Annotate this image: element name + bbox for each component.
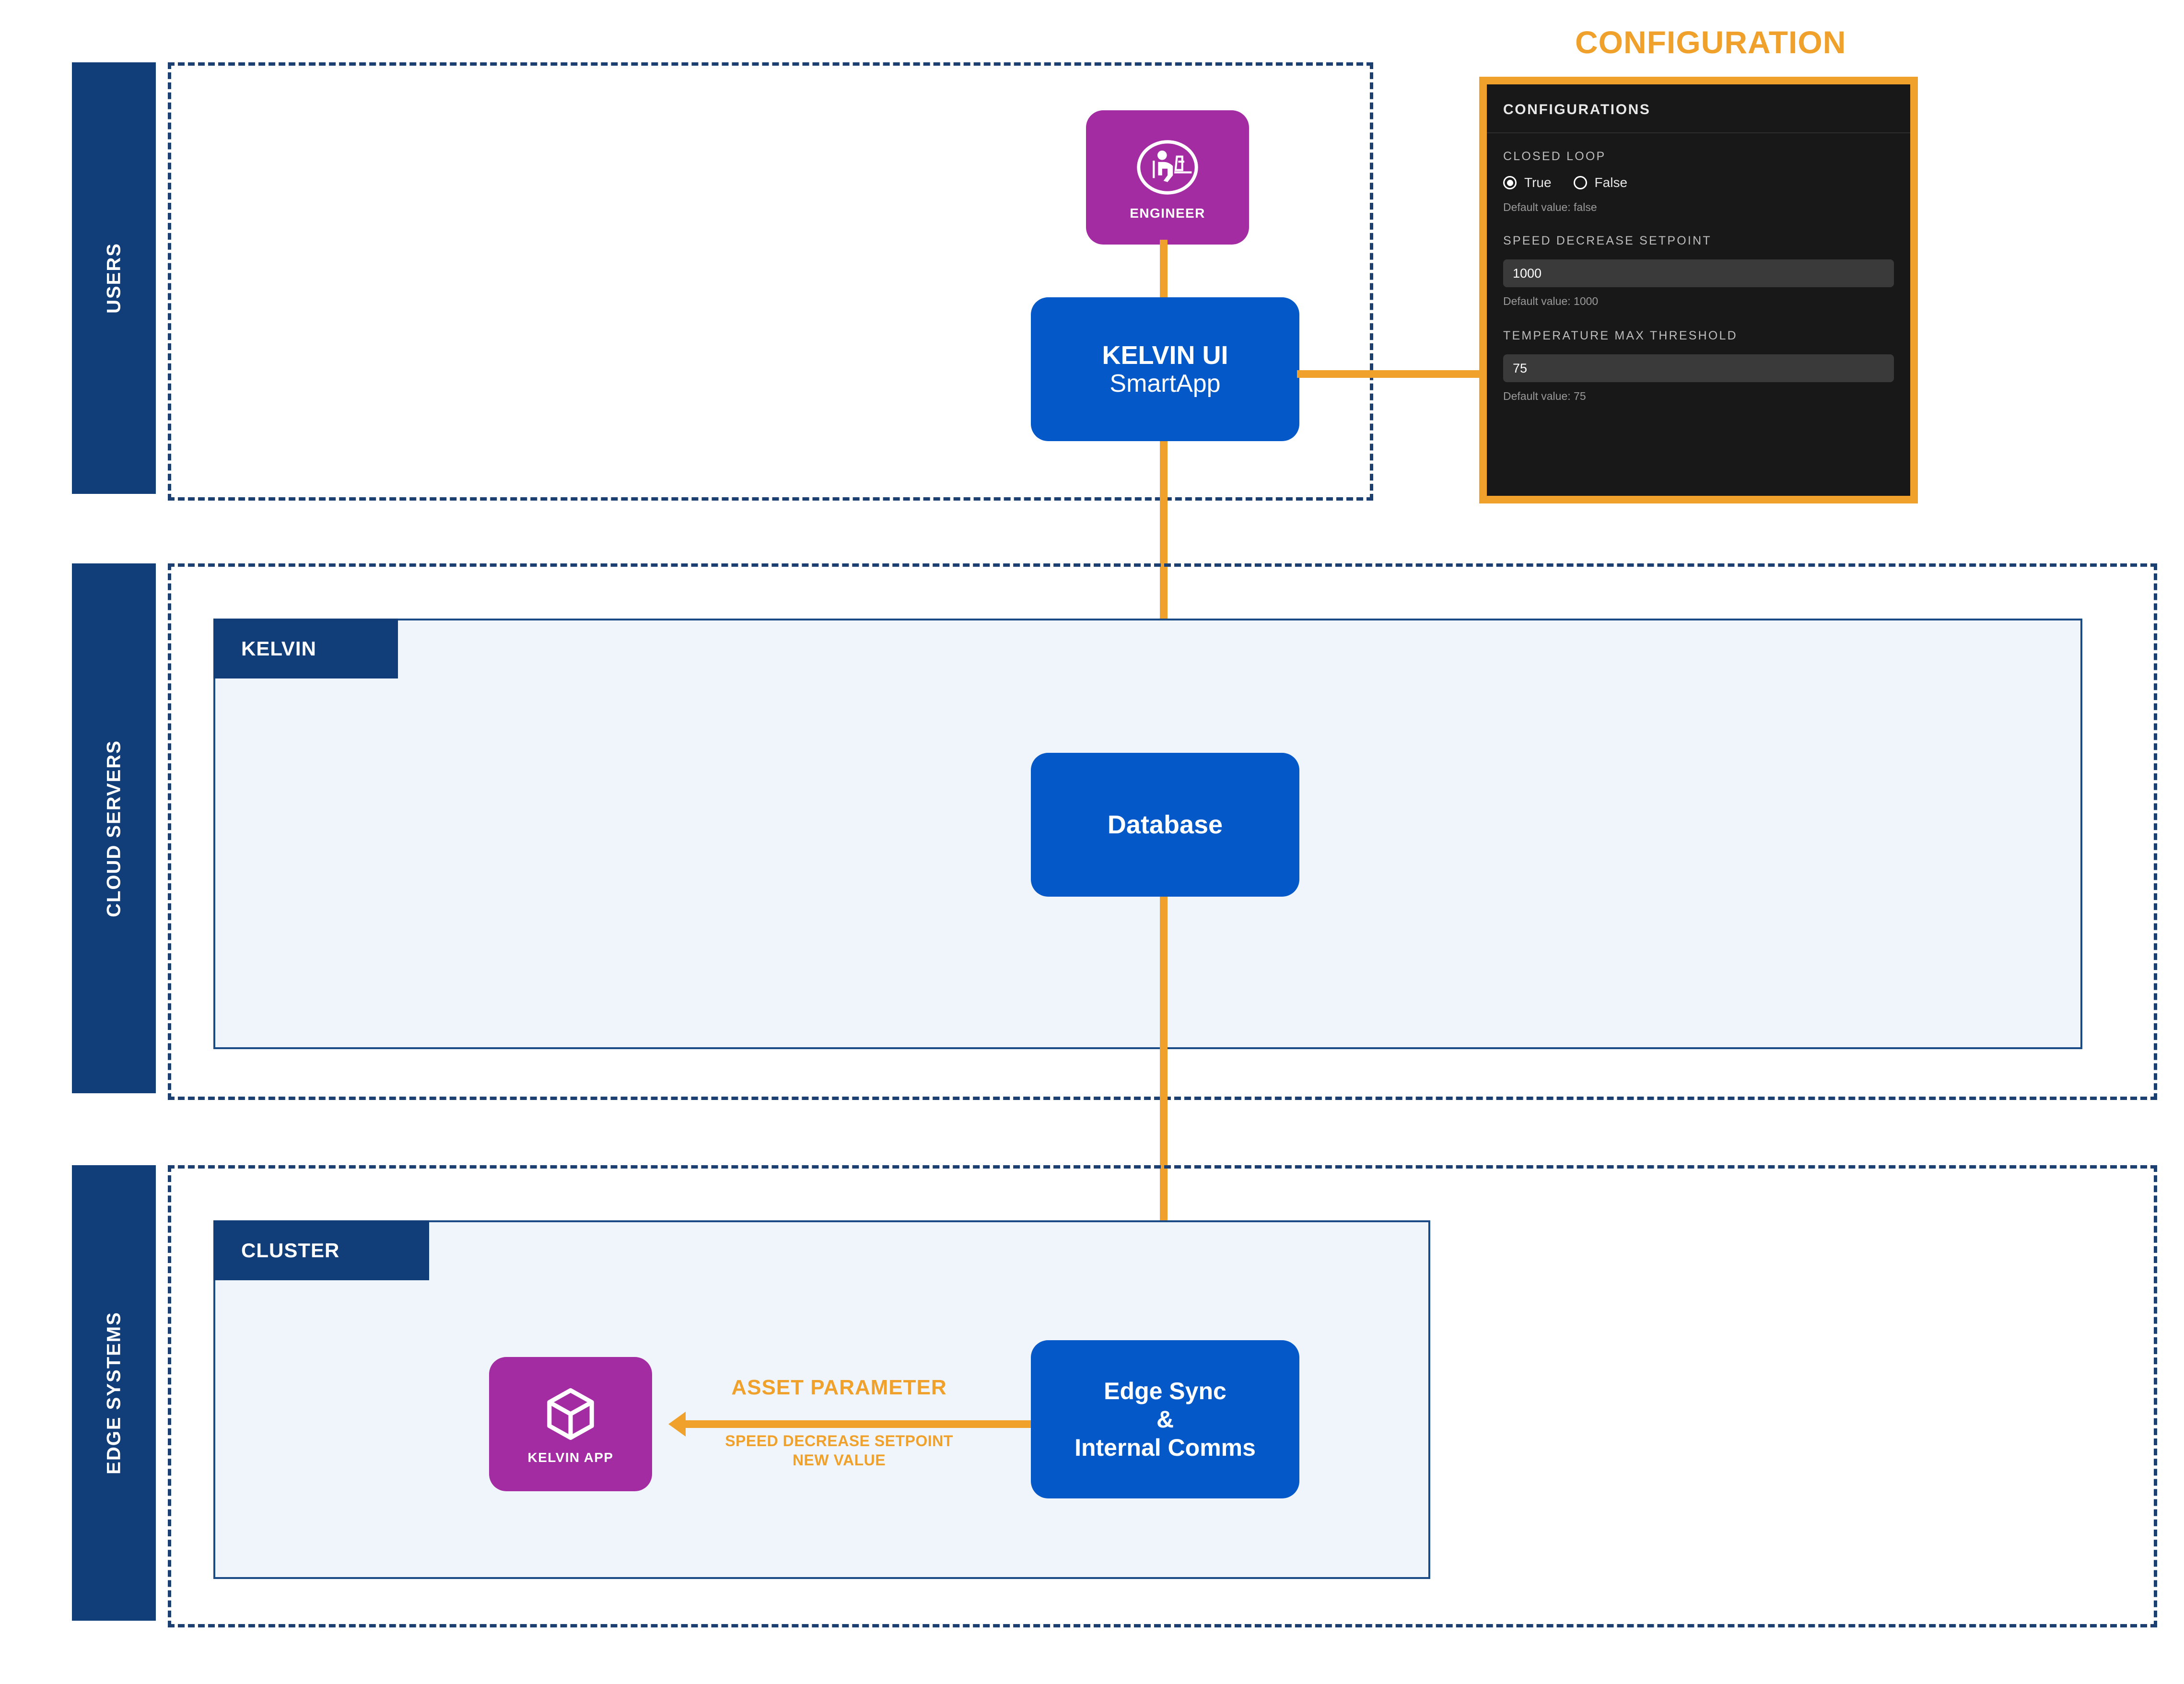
node-edge-sync-line3: Internal Comms [1074,1434,1256,1461]
field-label-speed-decrease-setpoint: SPEED DECREASE SETPOINT [1503,234,1712,247]
radio-group-closed-loop[interactable]: True False [1503,175,1894,190]
cube-icon [539,1383,602,1445]
group-label-kelvin: KELVIN [241,637,316,660]
node-edge-sync-line2: & [1156,1405,1174,1433]
node-kelvin-ui[interactable]: KELVIN UI SmartApp [1031,297,1299,441]
group-tab-kelvin: KELVIN [213,619,398,678]
lane-bar-edge-systems: EDGE SYSTEMS [72,1165,156,1621]
configurations-panel[interactable]: CONFIGURATIONS CLOSED LOOP True False De… [1479,77,1918,503]
node-engineer-label: ENGINEER [1130,206,1205,221]
asset-parameter-subcaption: SPEED DECREASE SETPOINT NEW VALUE [686,1431,993,1470]
connector-engineer-to-kelvinui [1160,240,1168,302]
radio-unselected-icon[interactable] [1573,176,1587,189]
node-edge-sync-line1: Edge Sync [1104,1377,1226,1404]
field-default-closed-loop: Default value: false [1503,201,1597,213]
connector-kelvinui-to-config [1297,370,1484,378]
node-engineer[interactable]: ENGINEER [1086,110,1249,245]
person-at-desk-icon [1134,134,1201,201]
node-kelvin-ui-subtitle: SmartApp [1110,370,1221,398]
node-edge-sync-internal-comms[interactable]: Edge Sync & Internal Comms [1031,1340,1299,1498]
radio-option-false-label: False [1594,175,1628,190]
group-tab-cluster: CLUSTER [213,1220,429,1280]
connector-edgesync-to-kelvinapp [686,1420,1031,1428]
field-input-speed-decrease-setpoint[interactable]: 1000 [1503,259,1894,287]
field-input-temperature-max-threshold[interactable]: 75 [1503,354,1894,382]
node-database-label: Database [1107,810,1223,839]
lane-region-users [168,62,1373,501]
field-label-closed-loop: CLOSED LOOP [1503,150,1606,163]
asset-parameter-title: ASSET PARAMETER [731,1376,947,1399]
lane-label-edge-systems: EDGE SYSTEMS [103,1311,124,1474]
lane-label-cloud-servers: CLOUD SERVERS [103,739,124,917]
radio-option-true-label: True [1524,175,1552,190]
configuration-callout-title: CONFIGURATION [1575,24,1846,60]
node-kelvin-app-label: KELVIN APP [527,1450,614,1465]
node-database[interactable]: Database [1031,753,1299,897]
node-kelvin-ui-title: KELVIN UI [1102,340,1228,370]
lane-bar-users: USERS [72,62,156,494]
radio-selected-icon[interactable] [1503,176,1517,189]
lane-label-users: USERS [103,243,124,314]
lane-bar-cloud-servers: CLOUD SERVERS [72,563,156,1093]
arrowhead-kelvinapp [668,1412,686,1437]
configurations-panel-header: CONFIGURATIONS [1487,84,1910,133]
asset-parameter-sub-line2: NEW VALUE [792,1451,886,1469]
asset-parameter-caption: ASSET PARAMETER [686,1376,993,1399]
configurations-panel-header-label: CONFIGURATIONS [1503,102,1651,117]
field-default-temperature-max-threshold: Default value: 75 [1503,390,1586,402]
lane-region-edge-systems [168,1165,2157,1627]
field-label-temperature-max-threshold: TEMPERATURE MAX THRESHOLD [1503,329,1738,342]
group-label-cluster: CLUSTER [241,1239,340,1262]
node-kelvin-app[interactable]: KELVIN APP [489,1357,652,1491]
field-default-speed-decrease-setpoint: Default value: 1000 [1503,295,1599,307]
radio-option-true[interactable]: True [1503,175,1552,190]
radio-option-false[interactable]: False [1573,175,1628,190]
asset-parameter-sub-line1: SPEED DECREASE SETPOINT [725,1432,953,1450]
configurations-panel-body: CLOSED LOOP True False Default value: fa… [1487,133,1910,437]
